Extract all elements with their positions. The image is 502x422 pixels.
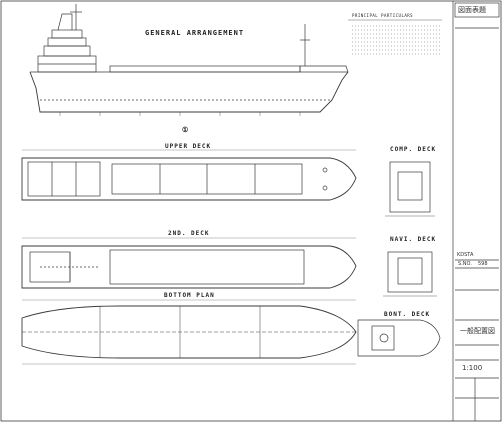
scale-value: 1:100 bbox=[462, 364, 483, 372]
particulars-table bbox=[348, 19, 442, 55]
upper-deck-plan bbox=[21, 157, 357, 201]
upper-deck-outline bbox=[21, 157, 357, 201]
navi-deck-plan bbox=[383, 251, 437, 297]
bont-deck-plan bbox=[357, 319, 441, 357]
sno-value: 598 bbox=[478, 261, 488, 267]
drawing-title: GENERAL ARRANGEMENT bbox=[145, 29, 245, 37]
wheelhouse bbox=[51, 29, 83, 39]
label-upper-deck: UPPER DECK bbox=[165, 143, 212, 150]
drawing-name: 一般配置図 bbox=[460, 327, 495, 335]
upper-deck-house bbox=[27, 161, 101, 197]
label-comp-deck: COMP. DECK bbox=[390, 146, 437, 153]
label-navi-deck: NAVI. DECK bbox=[390, 236, 437, 243]
hull-profile bbox=[29, 71, 349, 113]
bottom-plan-view bbox=[21, 305, 357, 359]
navi-deck-outline bbox=[387, 251, 433, 293]
company-code: KDSTA bbox=[457, 252, 474, 258]
sno-label: S.NO. bbox=[458, 261, 472, 267]
title-header-box bbox=[454, 2, 500, 18]
profile-mark: ① bbox=[182, 126, 190, 134]
label-bottom-plan: BOTTOM PLAN bbox=[164, 292, 215, 299]
second-deck-plan bbox=[21, 245, 357, 289]
bont-deck-outline bbox=[357, 319, 441, 357]
particulars-heading: PRINCIPAL PARTICULARS bbox=[352, 13, 414, 18]
label-bont-deck: BONT. DECK bbox=[384, 311, 431, 318]
comp-deck-outline bbox=[389, 161, 431, 213]
second-deck-outline bbox=[21, 245, 357, 289]
label-second-deck: 2ND. DECK bbox=[168, 230, 210, 237]
title-block-header: 図面表題 bbox=[458, 6, 486, 14]
cargo-hold bbox=[109, 249, 305, 285]
profile-view bbox=[29, 4, 349, 116]
comp-deck-plan bbox=[385, 161, 435, 217]
